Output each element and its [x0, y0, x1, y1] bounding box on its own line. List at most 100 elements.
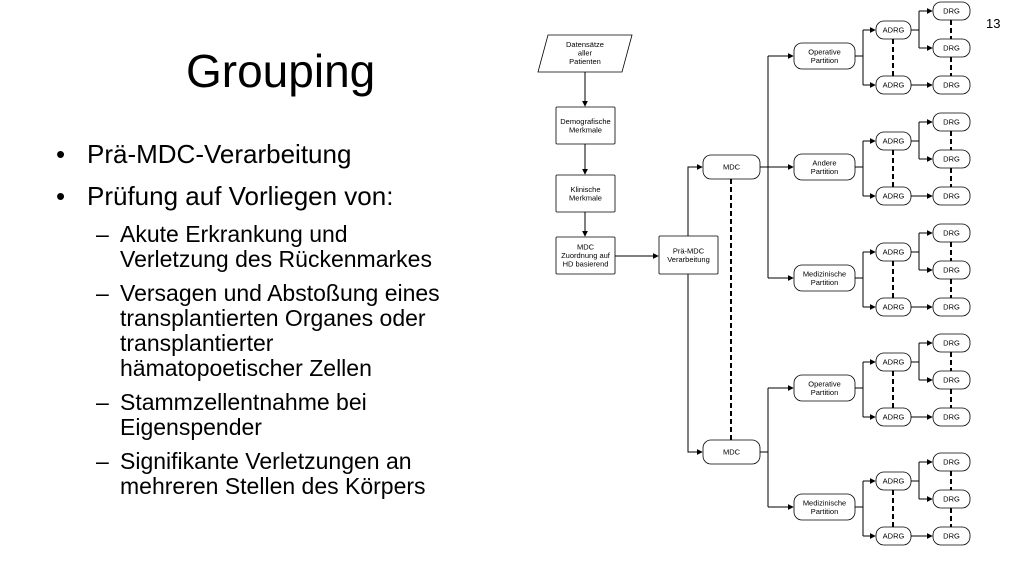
- adrg-node: [875, 131, 912, 151]
- drg-node-label: DRG: [943, 413, 960, 422]
- drg-node: [932, 452, 971, 472]
- mdc-node: [702, 439, 761, 465]
- partition-node: [793, 153, 856, 181]
- clinical-node: [555, 174, 616, 213]
- sub-bullet-item: – Signifikante Verletzungen an mehreren …: [56, 449, 526, 499]
- drg-node: [932, 333, 971, 353]
- drg-node-label: DRG: [943, 7, 960, 16]
- drg-node: [932, 112, 971, 132]
- adrg-node-label: ADRG: [883, 26, 905, 35]
- adrg-node-label: ADRG: [883, 358, 905, 367]
- clinical-node-label: Merkmale: [569, 193, 602, 202]
- partition-node-label: Partition: [811, 167, 839, 176]
- bullet-list: • Prä-MDC-Verarbeitung • Prüfung auf Vor…: [56, 138, 526, 508]
- sub-bullet-line: hämatopoetischer Zellen: [120, 355, 372, 381]
- sub-bullet-marker: –: [96, 280, 109, 306]
- partition-node: [793, 374, 856, 402]
- mdc-assignment-node-label: HD basierend: [563, 260, 609, 269]
- sub-bullet-line: Verletzung des Rückenmarkes: [120, 246, 432, 272]
- drg-node: [932, 1, 971, 21]
- drg-node: [932, 260, 971, 280]
- drg-node: [932, 489, 971, 509]
- partition-node-label: Operative: [808, 47, 841, 56]
- drg-node: [932, 223, 971, 243]
- bullet-marker: •: [56, 181, 66, 211]
- adrg-node-label: ADRG: [883, 532, 905, 541]
- drg-node: [932, 370, 971, 390]
- drg-node-label: DRG: [943, 192, 960, 201]
- adrg-node-label: ADRG: [883, 137, 905, 146]
- adrg-node-label: ADRG: [883, 81, 905, 90]
- input-data-node-label: aller: [578, 49, 593, 58]
- partition-node: [793, 42, 856, 70]
- adrg-node: [875, 75, 912, 95]
- adrg-node-label: ADRG: [883, 303, 905, 312]
- partition-node-label: Medizinische: [803, 498, 846, 507]
- adrg-node: [875, 471, 912, 491]
- input-data-node-label: Patienten: [569, 57, 601, 66]
- input-data-node: [537, 34, 633, 73]
- partition-node-label: Operative: [808, 379, 841, 388]
- sub-bullet-item: – Stammzellentnahme bei Eigenspender: [56, 390, 526, 440]
- bullet-item: • Prüfung auf Vorliegen von:: [56, 180, 526, 212]
- sub-bullet-line: Akute Erkrankung und: [120, 221, 348, 247]
- drg-node: [932, 186, 971, 206]
- sub-bullet-line: Signifikante Verletzungen an: [120, 448, 412, 474]
- partition-node: [793, 264, 856, 292]
- adrg-node: [875, 407, 912, 427]
- partition-node-label: Partition: [811, 388, 839, 397]
- adrg-node-label: ADRG: [883, 413, 905, 422]
- adrg-node: [875, 20, 912, 40]
- drg-node: [932, 75, 971, 95]
- adrg-node: [875, 526, 912, 546]
- sub-bullet-line: Versagen und Abstoßung eines: [120, 280, 440, 306]
- sub-bullet-marker: –: [96, 448, 109, 474]
- mdc-assignment-node: [555, 236, 616, 275]
- drg-node-label: DRG: [943, 495, 960, 504]
- adrg-node: [875, 186, 912, 206]
- drg-node: [932, 526, 971, 546]
- sub-bullet-marker: –: [96, 389, 109, 415]
- partition-node: [793, 493, 856, 521]
- drg-node-label: DRG: [943, 339, 960, 348]
- drg-node-label: DRG: [943, 303, 960, 312]
- partition-node-label: Andere: [812, 158, 836, 167]
- drg-node-label: DRG: [943, 532, 960, 541]
- partition-node-label: Partition: [811, 56, 839, 65]
- mdc-node-label: MDC: [723, 448, 741, 457]
- drg-node-label: DRG: [943, 81, 960, 90]
- slide-title: Grouping: [186, 45, 376, 97]
- demographic-node: [555, 106, 616, 145]
- sub-bullet-item: – Akute Erkrankung und Verletzung des Rü…: [56, 222, 526, 272]
- adrg-node: [875, 242, 912, 262]
- bullet-text: Prüfung auf Vorliegen von:: [87, 181, 394, 211]
- sub-bullet-line: mehreren Stellen des Körpers: [120, 473, 426, 499]
- clinical-node-label: Klinische: [570, 185, 600, 194]
- partition-node-label: Medizinische: [803, 269, 846, 278]
- drg-node: [932, 38, 971, 58]
- drg-node-label: DRG: [943, 155, 960, 164]
- input-data-node-label: Datensätze: [566, 40, 604, 49]
- drg-node-label: DRG: [943, 229, 960, 238]
- bullet-item: • Prä-MDC-Verarbeitung: [56, 138, 526, 170]
- adrg-node-label: ADRG: [883, 248, 905, 257]
- mdc-node-label: MDC: [723, 163, 741, 172]
- adrg-node: [875, 297, 912, 317]
- drg-node-label: DRG: [943, 266, 960, 275]
- sub-bullet-line: Stammzellentnahme bei: [120, 389, 367, 415]
- sub-bullet-line: Eigenspender: [120, 414, 262, 440]
- mdc-node: [702, 154, 761, 180]
- partition-node-label: Partition: [811, 507, 839, 516]
- demographic-node-label: Merkmale: [569, 125, 602, 134]
- adrg-node-label: ADRG: [883, 192, 905, 201]
- pre-mdc-node-label: Prä-MDC: [673, 246, 705, 255]
- sub-bullet-item: – Versagen und Abstoßung eines transplan…: [56, 281, 526, 381]
- drg-node-label: DRG: [943, 376, 960, 385]
- drg-node-label: DRG: [943, 458, 960, 467]
- pre-mdc-node: [658, 235, 719, 275]
- slide-number: 13: [986, 16, 1001, 31]
- flow-arrow: [687, 274, 703, 455]
- drg-node: [932, 297, 971, 317]
- adrg-node-label: ADRG: [883, 477, 905, 486]
- demographic-node-label: Demografische: [560, 117, 610, 126]
